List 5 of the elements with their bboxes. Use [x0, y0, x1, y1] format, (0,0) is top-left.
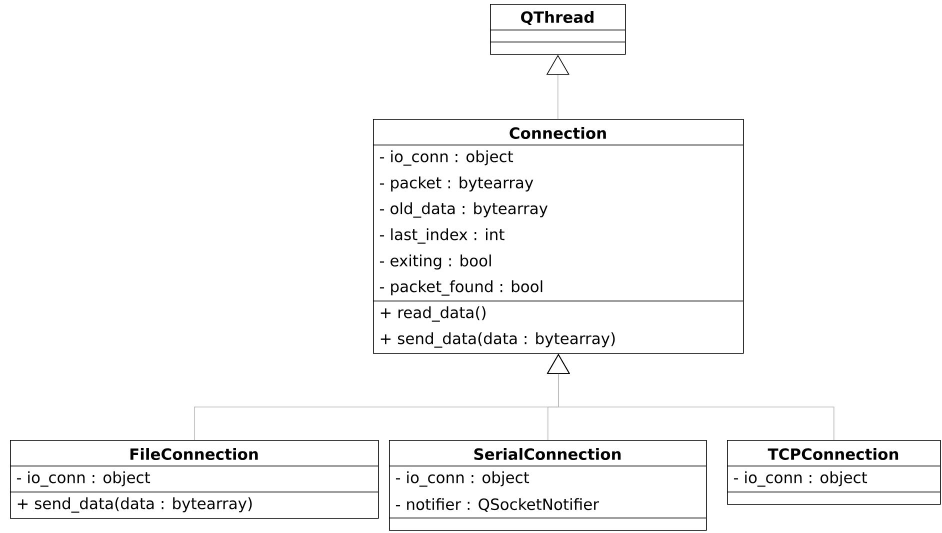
class-box: SerialConnection - io_conn : object - notifier : QSocketNotifier	[388, 440, 707, 531]
class-box: TCPConnection - io_conn : object	[726, 440, 941, 505]
class-box: QThread	[490, 4, 626, 55]
class-box: FileConnection - io_conn : object + send_data(data : bytearray)	[10, 440, 379, 519]
class-box: Connection - io_conn : object - packet : bytearray - old_data : bytearray - last_index : int - exiting : bool - packet_found : bool + read_data() + send_data(data : bytearray)	[372, 119, 744, 354]
